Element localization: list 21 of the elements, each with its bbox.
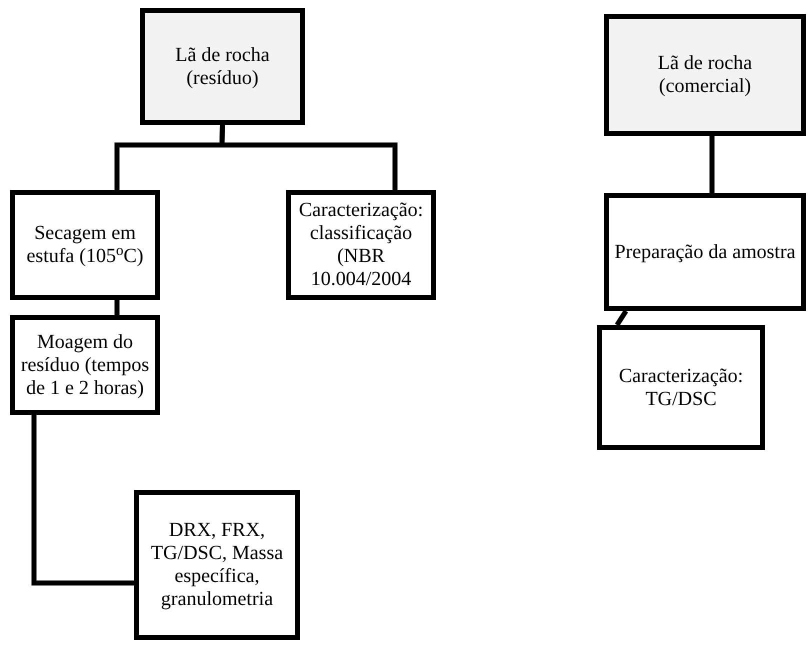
process-box [140, 8, 305, 125]
connector-line [710, 136, 714, 193]
box-text: Lã de rocha (comercial) [656, 52, 754, 98]
box-text: DRX, FRX, TG/DSC, Massa específica, granulometria [150, 519, 284, 611]
process-box [604, 193, 806, 311]
connector-line [614, 310, 628, 326]
process-box [10, 190, 160, 300]
process-box [10, 315, 160, 415]
box-text: Moagem do resíduo (tempos de 1 e 2 horas) [20, 330, 150, 400]
connector-line [114, 300, 120, 315]
process-box [286, 190, 436, 300]
box-text: Lã de rocha (resíduo) [174, 44, 271, 90]
process-box [604, 14, 806, 136]
connector-line [32, 415, 134, 586]
process-box [134, 490, 300, 640]
box-text: Preparação da amostra [614, 240, 796, 264]
box-text: Caracterização: classificação (NBR 10.004/2004 [298, 199, 424, 291]
process-box [597, 325, 765, 450]
connector-line [219, 124, 398, 190]
box-text: Secagem em estufa (105$^{o}$C) [26, 222, 144, 268]
box-text: Caracterização: TG/DSC [618, 364, 744, 410]
